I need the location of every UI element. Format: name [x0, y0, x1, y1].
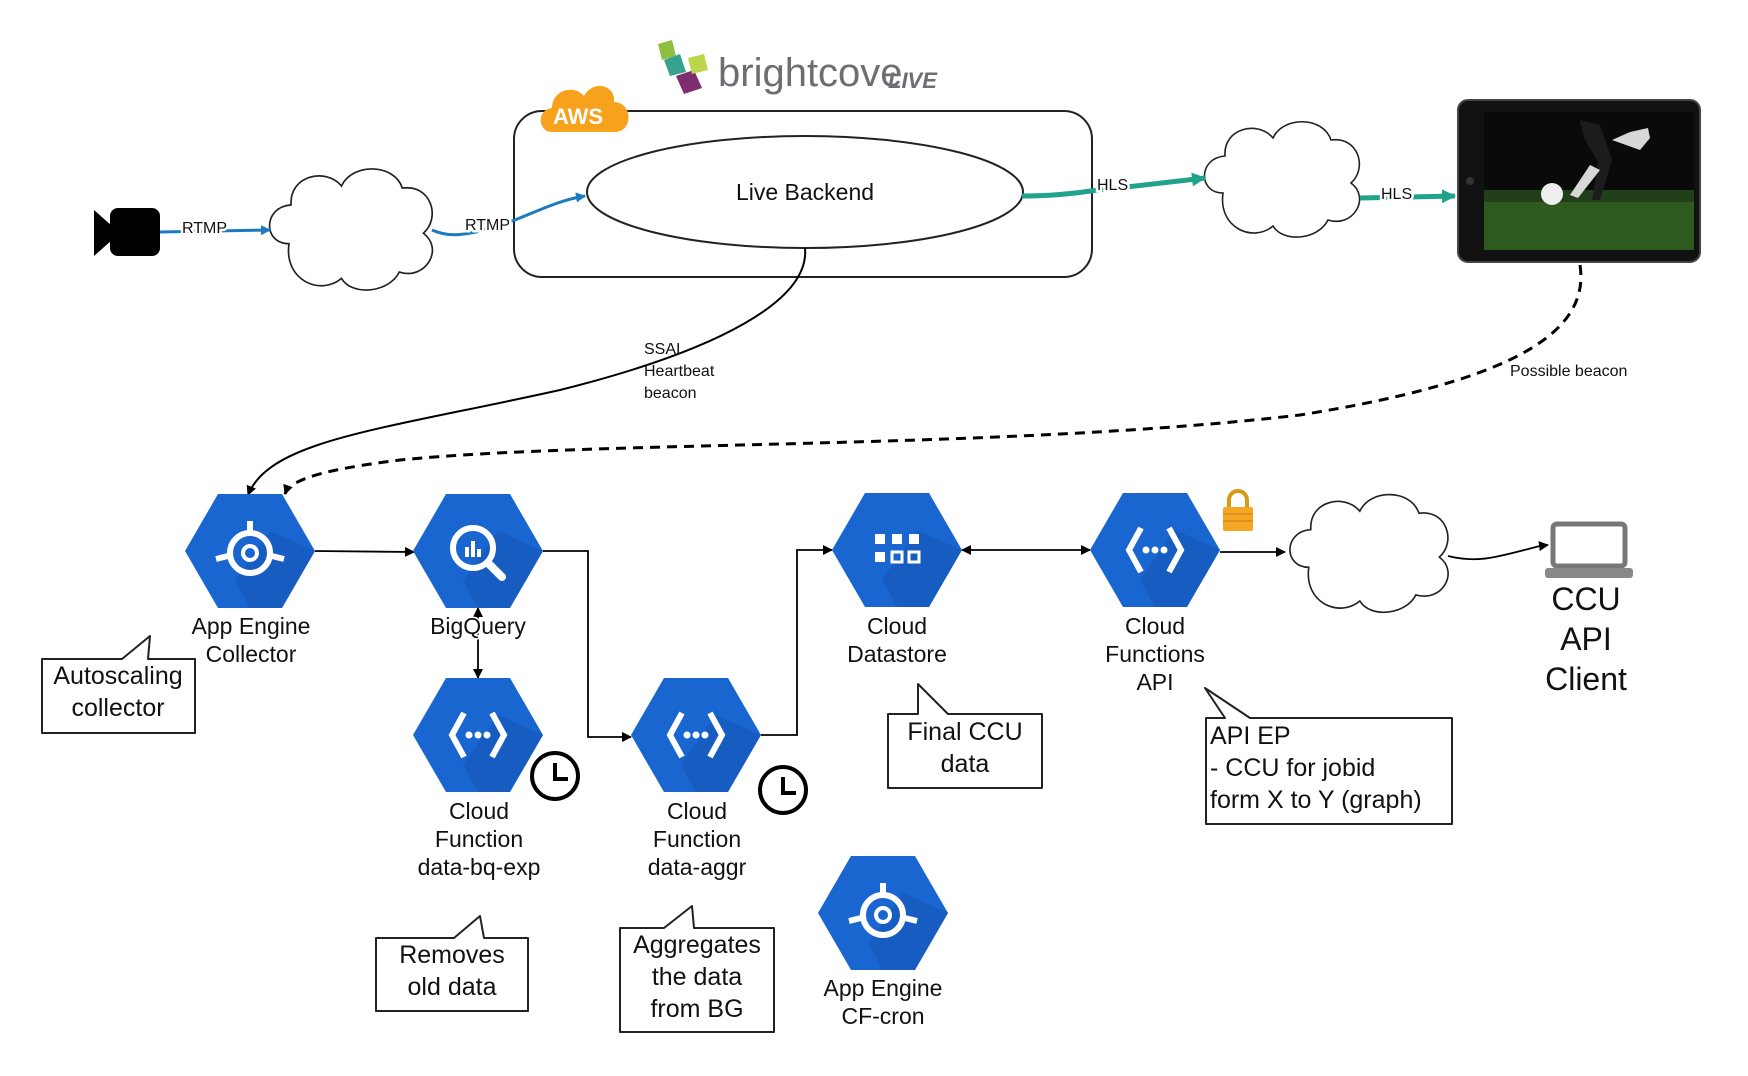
edge-bigquery-cf-aggr — [543, 550, 632, 742]
logo-suffix: LIVE — [888, 68, 938, 93]
cf-aggr-label-2: Function — [653, 826, 741, 852]
cf-api-label-1: Cloud — [1125, 613, 1185, 639]
internet-cloud-1 — [268, 168, 434, 291]
ssai-label-line2: Heartbeat — [644, 363, 715, 380]
internet-cloud-3 — [1289, 493, 1449, 614]
possible-beacon-label: Possible beacon — [1510, 363, 1627, 380]
cloud-functions-icon — [1125, 526, 1185, 574]
ssai-label-line1: SSAI — [644, 341, 680, 358]
client-label-1: CCU — [1551, 581, 1620, 617]
rtmp-label-2: RTMP — [465, 217, 510, 234]
app-engine-collector-node — [185, 494, 315, 608]
cf-bq-exp-node — [413, 678, 543, 792]
callout-api-ep-line2: - CCU for jobid — [1210, 754, 1375, 782]
app-engine-collector-label-2: Collector — [206, 641, 297, 667]
live-backend-label: Live Backend — [736, 179, 874, 205]
bigquery-label: BigQuery — [430, 613, 526, 639]
lock-icon — [1223, 489, 1253, 531]
aws-cloud-badge-icon: AWS — [540, 85, 629, 132]
app-engine-cron-node — [818, 856, 948, 970]
datastore-node — [832, 493, 962, 607]
hls-edge-1 — [1021, 172, 1206, 199]
callout-removes-line2: old data — [408, 973, 497, 1001]
edge-cf-aggr-datastore — [761, 545, 833, 736]
rtmp-edge-2 — [431, 192, 586, 237]
camera-icon — [94, 208, 160, 256]
clock-icon — [530, 751, 580, 801]
hls-label-2: HLS — [1381, 186, 1412, 203]
callout-aggregates-line2: the data — [652, 963, 742, 991]
brightcove-logo: brightcove LIVE — [658, 40, 938, 95]
bigquery-icon — [450, 525, 506, 581]
brightcove-mark-icon — [658, 40, 708, 94]
cf-api-label-3: API — [1136, 669, 1173, 695]
datastore-label-2: Datastore — [847, 641, 947, 667]
cloud-functions-icon — [666, 711, 726, 759]
app-engine-cron-label-1: App Engine — [824, 975, 943, 1001]
app-engine-collector-label-1: App Engine — [192, 613, 311, 639]
cf-bq-exp-label-1: Cloud — [449, 798, 509, 824]
callout-aggregates-line1: Aggregates — [633, 931, 761, 959]
hls-label-1: HLS — [1097, 177, 1128, 194]
callout-final-ccu-line1: Final CCU — [907, 718, 1022, 746]
rtmp-label-1: RTMP — [182, 220, 227, 237]
callout-final-ccu-line2: data — [941, 750, 990, 778]
aws-container — [513, 110, 1093, 278]
datastore-label-1: Cloud — [867, 613, 927, 639]
callout-autoscaling-line2: collector — [71, 694, 164, 722]
cf-api-label-2: Functions — [1105, 641, 1205, 667]
callout-final-ccu: Final CCU data — [887, 683, 1043, 789]
app-engine-cron-label-2: CF-cron — [841, 1003, 924, 1029]
callout-aggregates: Aggregates the data from BG — [619, 905, 775, 1033]
possible-beacon-edge — [283, 264, 1583, 495]
callout-api-ep: API EP - CCU for jobid form X to Y (grap… — [1204, 687, 1453, 825]
app-engine-icon — [848, 883, 918, 938]
aws-badge-label: AWS — [553, 104, 603, 129]
callout-autoscaling-line1: Autoscaling — [53, 662, 182, 690]
cf-aggr-label-3: data-aggr — [648, 854, 747, 880]
cf-aggr-node — [631, 678, 761, 792]
client-label-3: Client — [1545, 661, 1627, 697]
clock-icon — [758, 765, 808, 815]
ssai-heartbeat-edge — [246, 247, 807, 496]
datastore-icon — [875, 534, 921, 564]
internet-cloud-2 — [1203, 120, 1361, 238]
cf-aggr-label-1: Cloud — [667, 798, 727, 824]
laptop-icon — [1545, 521, 1633, 578]
callout-removes-line1: Removes — [399, 941, 505, 969]
app-engine-icon — [215, 521, 285, 576]
cf-api-node — [1090, 493, 1220, 607]
cf-bq-exp-label-2: Function — [435, 826, 523, 852]
callout-removes: Removes old data — [375, 915, 529, 1012]
tablet-device-icon — [1457, 99, 1701, 263]
cloud-functions-icon — [448, 711, 508, 759]
client-label-2: API — [1560, 621, 1612, 657]
callout-autoscaling: Autoscaling collector — [41, 635, 196, 734]
edge-collector-bigquery — [314, 546, 415, 557]
logo-text: brightcove — [718, 51, 903, 95]
bigquery-node — [413, 494, 543, 608]
callout-api-ep-line1: API EP — [1210, 722, 1291, 750]
callout-aggregates-line3: from BG — [650, 995, 743, 1023]
hls-edge-2 — [1359, 189, 1456, 204]
ssai-label-line3: beacon — [644, 385, 697, 402]
edge-cloud-client — [1447, 541, 1549, 561]
rtmp-edge-1 — [159, 225, 271, 236]
callout-api-ep-line3: form X to Y (graph) — [1210, 786, 1422, 814]
cf-bq-exp-label-3: data-bq-exp — [418, 854, 541, 880]
